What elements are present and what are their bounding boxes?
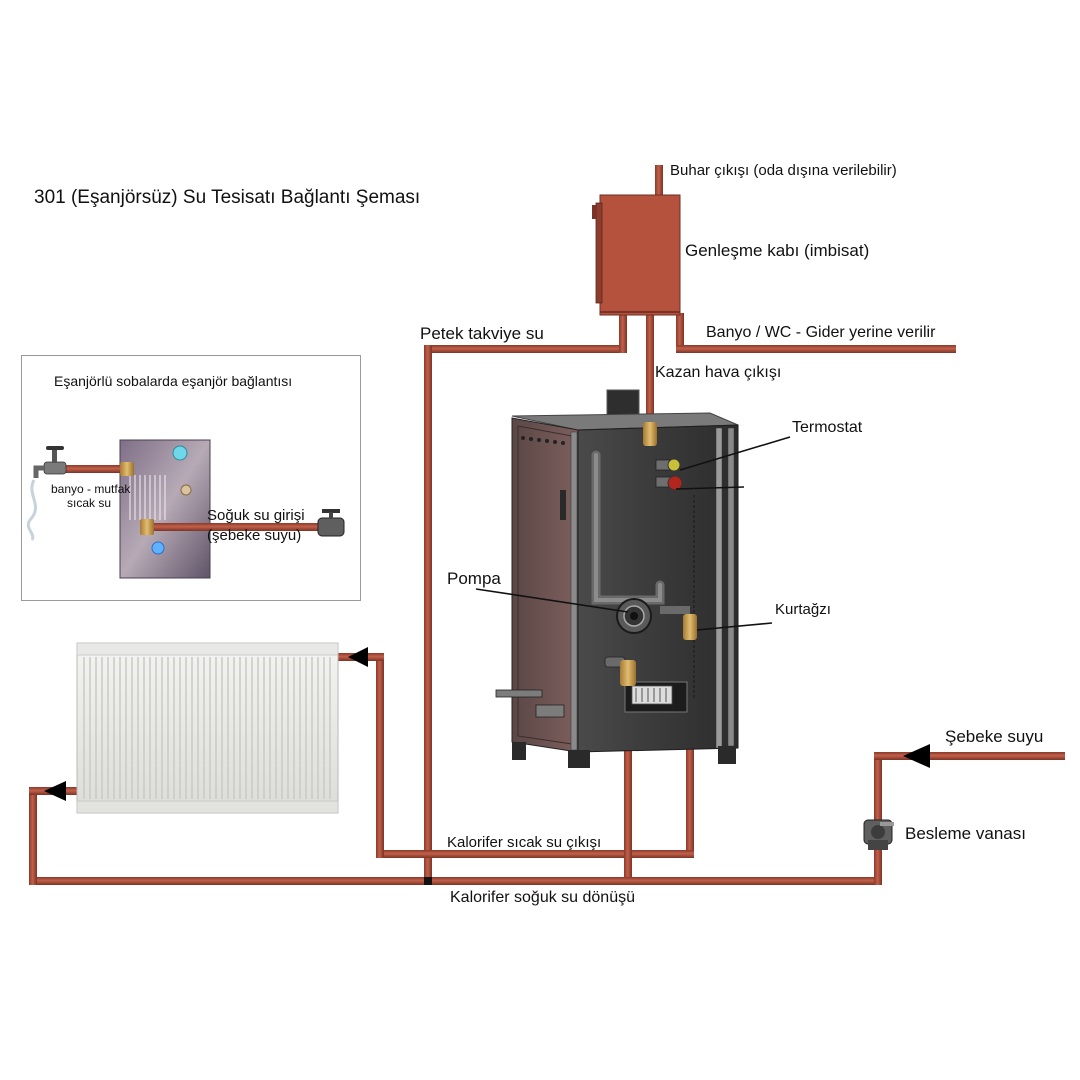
- inset-hot-water-line1: banyo - mutfak: [51, 482, 131, 496]
- supply-valve: [863, 819, 894, 850]
- inset-heat-exchanger: [26, 439, 345, 579]
- air-vent-pipe: [646, 313, 654, 425]
- inset-hot-water-line2: sıcak su: [67, 496, 112, 510]
- heater-cold-return-label: Kalorifer soğuk su dönüşü: [450, 889, 635, 906]
- radiator-makeup-pipe: [424, 345, 627, 353]
- mains-supply-pipe: [874, 752, 1065, 760]
- cold-return-pipe-vertical: [624, 672, 632, 884]
- wolf-mouth-fitting: [683, 614, 697, 640]
- boiler-air-vent-label: Kazan hava çıkışı: [655, 364, 782, 381]
- boiler: [495, 389, 739, 768]
- inset-panel: [21, 355, 361, 601]
- radiator-makeup-label: Petek takviye su: [420, 324, 544, 343]
- steam-outlet-pipe: [655, 165, 663, 197]
- tank-left-drop: [619, 313, 627, 353]
- return-fitting: [620, 660, 636, 686]
- steam-outlet-label: Buhar çıkışı (oda dışına verilebilir): [670, 162, 897, 179]
- flow-arrow-mains: [903, 744, 930, 768]
- expansion-tank: [592, 194, 681, 316]
- inset-valve-icon: [317, 509, 345, 537]
- boiler-chimney: [606, 389, 640, 419]
- wolf-mouth-label: Kurtağzı: [775, 601, 831, 618]
- thermostat-label: Termostat: [792, 419, 863, 436]
- radiator-return-riser: [29, 787, 37, 885]
- drain-pipe-vertical: [676, 313, 684, 353]
- heater-hot-out-label: Kalorifer sıcak su çıkışı: [447, 834, 602, 851]
- hot-outlet-pipe: [376, 850, 694, 858]
- pump-label: Pompa: [447, 569, 501, 588]
- hot-to-radiator-riser: [376, 653, 384, 858]
- inset-hot-water-label: banyo - mutfak sıcak su: [51, 482, 130, 510]
- flow-arrows: [44, 647, 930, 801]
- drain-pipe: [676, 345, 956, 353]
- inset-cold-in-line2: (şebeke suyu): [207, 527, 302, 544]
- tap-icon: [26, 446, 67, 541]
- diagram-title: 301 (Eşanjörsüz) Su Tesisatı Bağlantı Şe…: [34, 187, 421, 208]
- expansion-tank-label: Genleşme kabı (imbisat): [685, 241, 870, 260]
- supply-valve-label: Besleme vanası: [905, 824, 1026, 843]
- inset-cold-in-line1: Soğuk su girişi: [207, 507, 305, 524]
- thermostat: [655, 458, 683, 491]
- pump: [616, 598, 652, 634]
- flow-arrow-radiator-out: [44, 781, 66, 801]
- makeup-riser-pipe: [424, 345, 432, 885]
- radiator: [76, 642, 339, 814]
- flow-arrow-radiator-in: [348, 647, 368, 667]
- bath-wc-drain-label: Banyo / WC - Gider yerine verilir: [706, 324, 936, 341]
- mains-supply-riser: [874, 752, 882, 885]
- inset-cold-in-label: Soğuk su girişi (şebeke suyu): [207, 506, 305, 546]
- inset-title: Eşanjörlü sobalarda eşanjör bağlantısı: [54, 373, 293, 389]
- cold-return-pipe: [29, 877, 882, 885]
- mains-water-label: Şebeke suyu: [945, 727, 1044, 746]
- label-pointers: [475, 436, 791, 631]
- pipe-junction: [424, 877, 432, 885]
- air-vent-fitting: [643, 422, 657, 446]
